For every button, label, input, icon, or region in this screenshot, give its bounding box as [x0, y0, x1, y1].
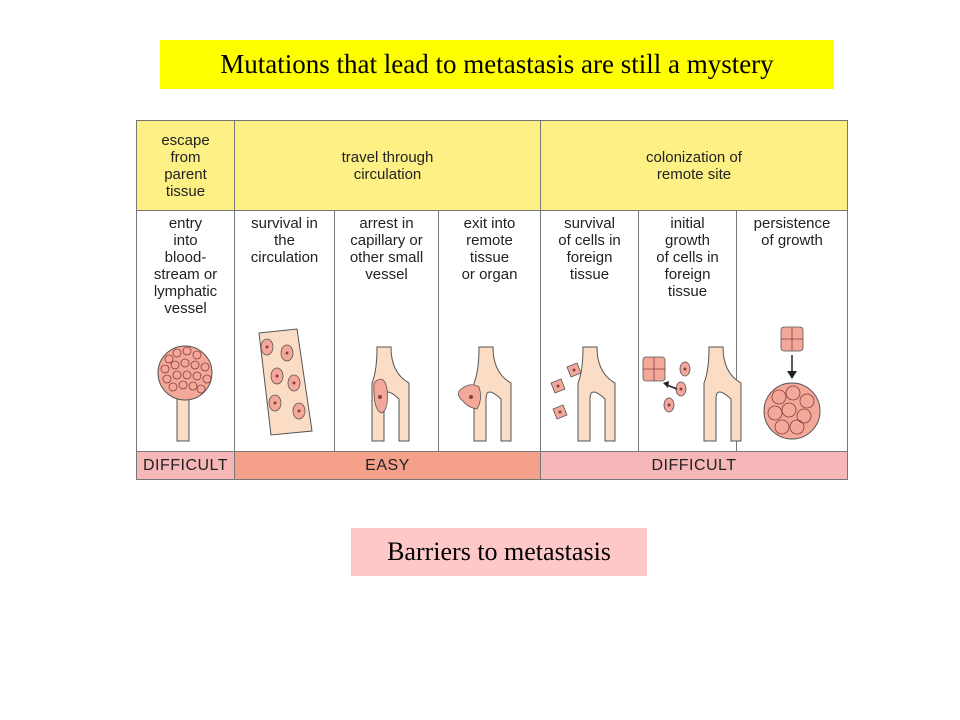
- step-survival-circulation: survival in the circulation: [235, 211, 335, 451]
- step-persistence-label: persistence of growth: [753, 215, 831, 249]
- metastasis-steps-diagram: escape from parent tissue travel through…: [136, 120, 848, 480]
- header-circulation: travel through circulation: [235, 121, 541, 211]
- header-escape: escape from parent tissue: [137, 121, 235, 211]
- step-survival-foreign: survival of cells in foreign tissue: [541, 211, 639, 451]
- step-initial-growth: initial growth of cells in foreign tissu…: [639, 211, 737, 451]
- header-colonization: colonization of remote site: [541, 121, 847, 211]
- step-survival-foreign-label: survival of cells in foreign tissue: [558, 215, 621, 283]
- difficulty-bar-escape: DIFFICULT: [137, 451, 235, 479]
- slide-title: Mutations that lead to metastasis are st…: [160, 40, 834, 89]
- header-circulation-label: travel through circulation: [341, 148, 434, 183]
- step-arrest-label: arrest in capillary or other small vesse…: [349, 215, 424, 283]
- difficulty-bar-colonization: DIFFICULT: [541, 451, 847, 479]
- step-exit-label: exit into remote tissue or organ: [461, 215, 518, 283]
- header-colonization-label: colonization of remote site: [646, 148, 742, 183]
- step-arrest: arrest in capillary or other small vesse…: [335, 211, 439, 451]
- step-entry: entry into blood- stream or lymphatic ve…: [137, 211, 235, 451]
- difficulty-bar-circulation: EASY: [235, 451, 541, 479]
- step-persistence: persistence of growth: [737, 211, 847, 451]
- slide-caption: Barriers to metastasis: [351, 528, 647, 576]
- header-escape-label: escape from parent tissue: [161, 131, 210, 200]
- step-exit: exit into remote tissue or organ: [439, 211, 541, 451]
- step-initial-growth-label: initial growth of cells in foreign tissu…: [656, 215, 719, 300]
- step-survival-circulation-label: survival in the circulation: [250, 215, 319, 266]
- step-entry-label: entry into blood- stream or lymphatic ve…: [153, 215, 218, 317]
